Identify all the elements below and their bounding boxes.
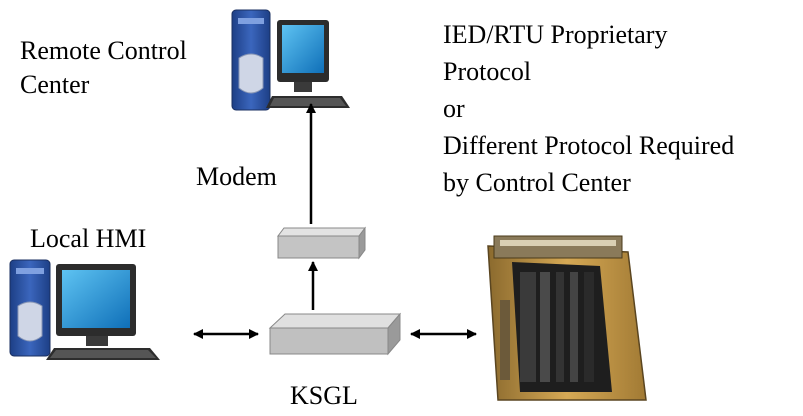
local-hmi-computer-icon	[9, 259, 160, 360]
remote-control-center-label-line1: Remote Control	[20, 36, 187, 65]
modem-label: Modem	[196, 162, 277, 191]
ksgl-box	[268, 312, 402, 356]
remote-computer-icon	[231, 9, 350, 111]
protocol-label-line5: by Control Center	[443, 168, 631, 197]
ksgl-label: KSGL	[290, 381, 358, 410]
ied-rtu-rack	[487, 235, 647, 401]
protocol-label-line1: IED/RTU Proprietary	[443, 20, 668, 49]
protocol-label-line4: Different Protocol Required	[443, 131, 735, 160]
remote-control-center-label-line2: Center	[20, 70, 90, 99]
protocol-label-line3: or	[443, 94, 465, 123]
local-hmi-label: Local HMI	[30, 224, 147, 253]
modem-box	[277, 226, 366, 260]
protocol-label-line2: Protocol	[443, 57, 532, 86]
